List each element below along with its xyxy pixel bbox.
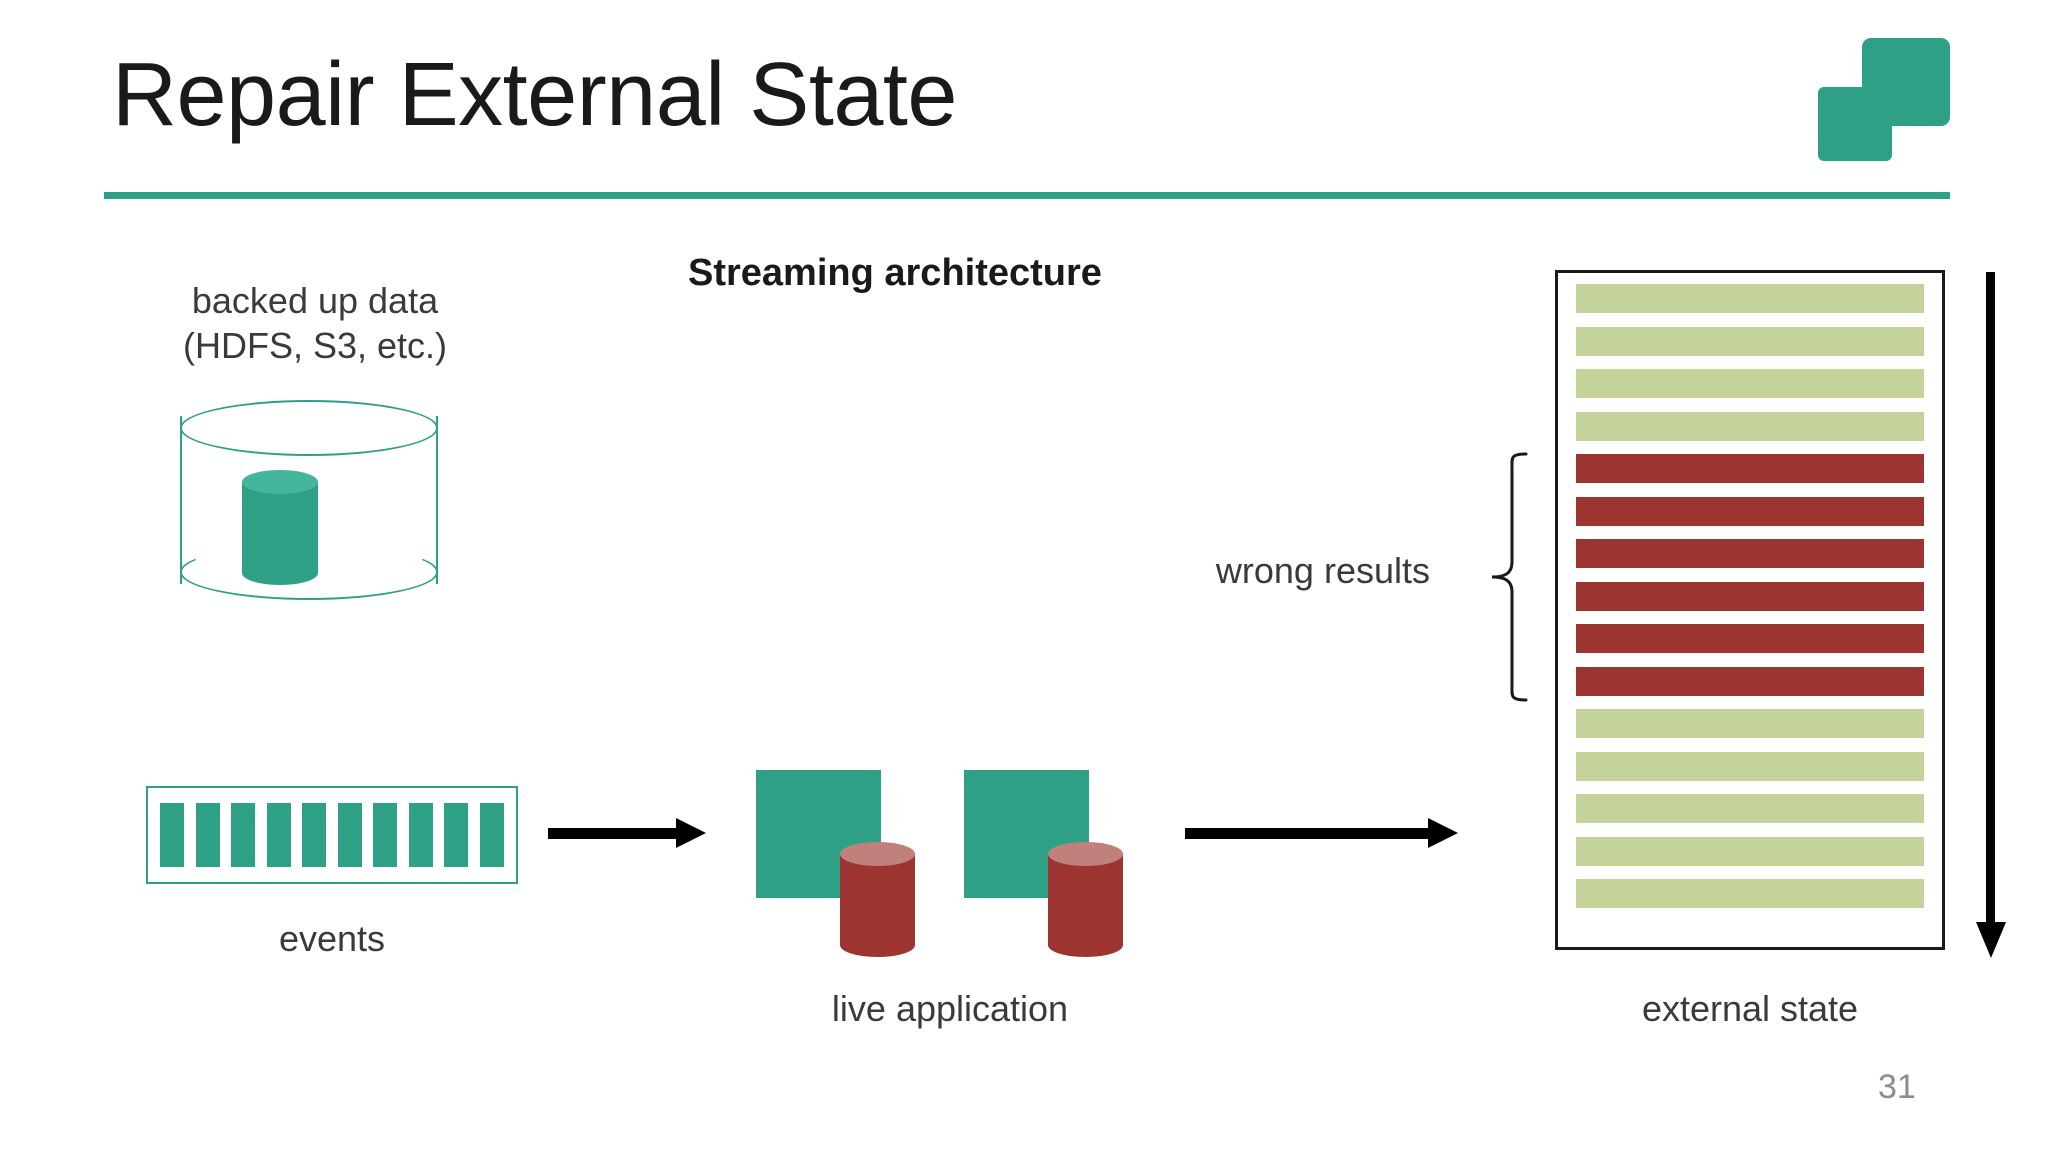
cylinder-body bbox=[1048, 853, 1123, 945]
state-row-wrong bbox=[1576, 454, 1924, 483]
event-bar bbox=[302, 803, 327, 867]
event-bar bbox=[195, 803, 220, 867]
arrow-head bbox=[1428, 818, 1458, 848]
cylinder-body bbox=[840, 853, 915, 945]
arrow-head bbox=[676, 818, 706, 848]
state-row-wrong bbox=[1576, 624, 1924, 653]
arrow-down-icon-time-axis bbox=[1976, 272, 2006, 960]
title-underline-rule bbox=[104, 192, 1950, 199]
event-bar bbox=[479, 803, 504, 867]
state-row-ok bbox=[1576, 794, 1924, 823]
external-state-panel bbox=[1555, 270, 1945, 950]
state-row-ok bbox=[1576, 411, 1924, 441]
external-state-label: external state bbox=[1641, 988, 1859, 1029]
event-bar bbox=[266, 803, 291, 867]
application-state-cylinder-icon bbox=[1048, 842, 1123, 957]
page-title: Repair External State bbox=[112, 45, 957, 145]
arrow-right-icon-events-to-app bbox=[548, 818, 708, 848]
event-bar bbox=[373, 803, 398, 867]
cylinder-top bbox=[1048, 842, 1123, 866]
arrow-shaft bbox=[1986, 272, 1995, 926]
inner-cylinder-top bbox=[242, 470, 318, 494]
cylinder-top-ellipse bbox=[180, 400, 438, 456]
application-state-cylinder-icon bbox=[840, 842, 915, 957]
state-row-wrong bbox=[1576, 666, 1924, 696]
event-bar bbox=[160, 803, 184, 867]
backed-up-data-label: backed up data (HDFS, S3, etc.) bbox=[150, 278, 480, 369]
event-bar bbox=[231, 803, 256, 867]
state-row-ok bbox=[1576, 836, 1924, 866]
application-instance bbox=[964, 770, 1123, 960]
cylinder-body bbox=[180, 416, 438, 584]
logo-square-front-icon bbox=[1862, 38, 1950, 126]
state-row-ok bbox=[1576, 284, 1924, 313]
live-application-label: live application bbox=[831, 988, 1069, 1029]
state-row-wrong bbox=[1576, 496, 1924, 526]
inner-cylinder-body bbox=[242, 481, 318, 573]
inner-data-cylinder-icon bbox=[242, 470, 318, 585]
state-row-ok bbox=[1576, 879, 1924, 908]
two-squares-logo bbox=[1815, 38, 1950, 168]
database-cylinder-icon bbox=[180, 400, 438, 600]
event-bar bbox=[444, 803, 469, 867]
event-bar bbox=[337, 803, 362, 867]
arrow-right-icon-app-to-state bbox=[1185, 818, 1460, 848]
state-row-wrong bbox=[1576, 539, 1924, 568]
cylinder-top bbox=[840, 842, 915, 866]
state-row-ok bbox=[1576, 709, 1924, 738]
right-curly-brace-icon bbox=[1490, 452, 1528, 702]
arrow-shaft bbox=[1185, 828, 1430, 839]
wrong-results-label: wrong results bbox=[1215, 550, 1430, 591]
arrow-head bbox=[1976, 922, 2006, 958]
events-queue bbox=[146, 786, 518, 884]
state-row-wrong bbox=[1576, 581, 1924, 611]
state-row-ok bbox=[1576, 326, 1924, 356]
backed-up-data-label-line2: (HDFS, S3, etc.) bbox=[182, 325, 448, 367]
section-heading: Streaming architecture bbox=[688, 252, 1102, 294]
state-row-ok bbox=[1576, 751, 1924, 781]
backed-up-data-label-line1: backed up data bbox=[191, 280, 439, 321]
event-bar bbox=[408, 803, 433, 867]
arrow-shaft bbox=[548, 828, 678, 839]
page-number: 31 bbox=[1878, 1068, 1916, 1106]
live-application-group bbox=[756, 770, 1156, 960]
state-row-ok bbox=[1576, 369, 1924, 398]
application-instance bbox=[756, 770, 915, 960]
cylinder-bottom-ellipse bbox=[180, 544, 438, 600]
events-label: events bbox=[278, 918, 386, 959]
